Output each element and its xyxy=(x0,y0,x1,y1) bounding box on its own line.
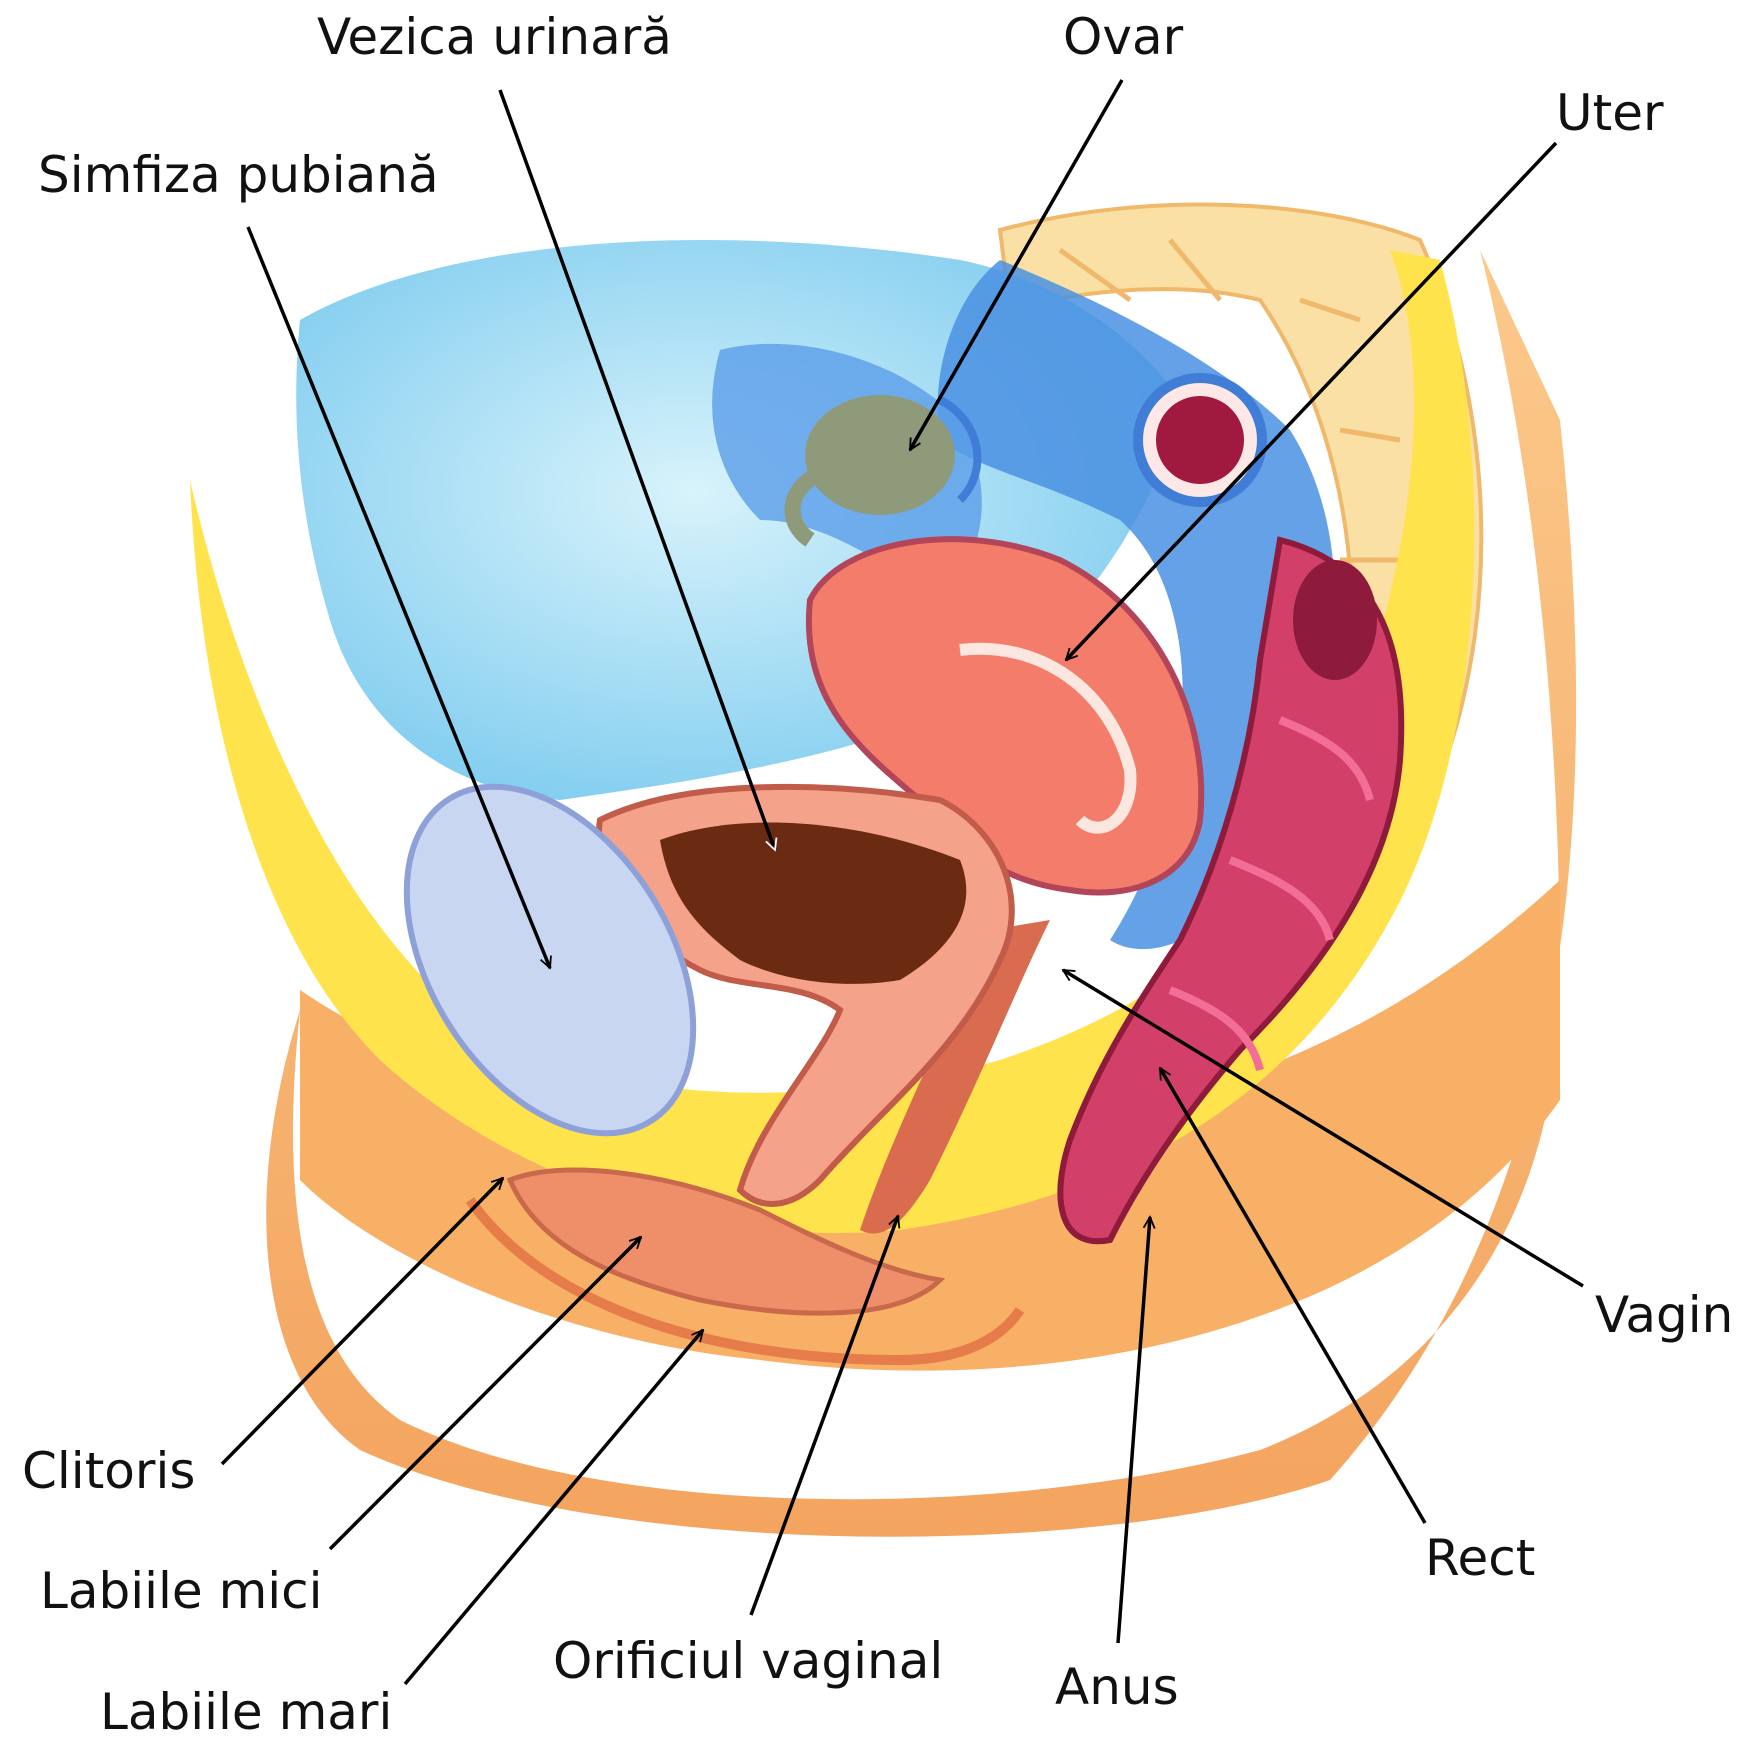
leader-uter xyxy=(1066,141,1558,660)
leader-simfiza-pubiana xyxy=(246,226,550,968)
label-rect: Rect xyxy=(1425,1529,1536,1587)
leader-labiile-mari xyxy=(403,1330,705,1686)
label-ovar: Ovar xyxy=(1063,8,1184,66)
external-genitals xyxy=(465,1167,1025,1366)
label-labiile-mari: Labiile mari xyxy=(100,1683,393,1741)
leader-ovar xyxy=(908,79,1124,450)
leader-labiile-mici xyxy=(328,1237,641,1551)
label-labiile-mici: Labiile mici xyxy=(40,1562,323,1620)
label-simfiza-pubiana: Simfiza pubiană xyxy=(38,146,439,204)
label-vezica-urinara: Vezica urinară xyxy=(317,8,672,66)
label-uter: Uter xyxy=(1556,84,1664,142)
leader-vagin xyxy=(1063,968,1584,1288)
label-anus: Anus xyxy=(1055,1658,1179,1716)
leader-anus xyxy=(1116,1217,1150,1644)
bladder-section xyxy=(595,783,1015,1207)
leader-vezica-urinara xyxy=(498,89,775,850)
leader-lines xyxy=(220,79,1584,1686)
leader-rect xyxy=(1158,1068,1427,1524)
rectum xyxy=(1057,536,1405,1245)
vagina xyxy=(860,920,1050,1234)
label-clitoris: Clitoris xyxy=(22,1442,196,1500)
label-orificiul-vaginal: Orificiul vaginal xyxy=(553,1632,944,1690)
label-vagin: Vagin xyxy=(1595,1286,1734,1344)
uterus xyxy=(805,536,1205,896)
ovary xyxy=(784,395,982,547)
leader-orificiul-vaginal xyxy=(749,1216,898,1616)
rectum-upper xyxy=(1133,373,1267,507)
leader-clitoris xyxy=(220,1178,503,1466)
